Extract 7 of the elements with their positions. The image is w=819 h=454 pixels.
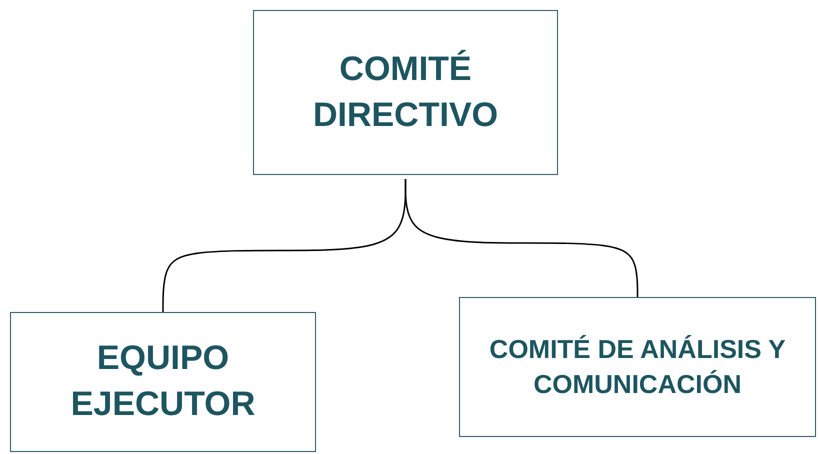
box-label: COMITÉ DIRECTIVO — [312, 48, 500, 136]
connector-curve — [404, 179, 638, 297]
org-box — [459, 297, 816, 437]
box-label: COMITÉ DE ANÁLISIS Y COMUNICACIÓN — [488, 332, 787, 401]
org-box — [253, 10, 558, 175]
org-box — [10, 312, 316, 452]
box-label: EQUIPO EJECUTOR — [70, 338, 256, 425]
